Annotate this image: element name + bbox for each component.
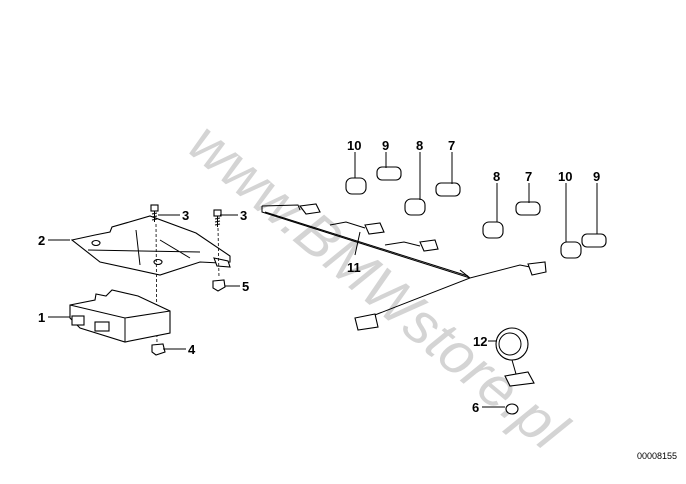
callout-4: 4	[188, 342, 196, 357]
bracket-part-2[interactable]	[70, 215, 231, 276]
control-unit-part-1[interactable]	[69, 289, 171, 343]
callout-3: 3	[182, 208, 189, 223]
callout-7: 7	[525, 169, 532, 184]
sensor-part-9[interactable]	[376, 166, 607, 248]
wiring-harness-part-11[interactable]	[261, 203, 547, 331]
callout-8: 8	[493, 169, 500, 184]
callout-3: 3	[240, 208, 247, 223]
screw-part-3[interactable]	[150, 204, 222, 227]
buzzer-part-12[interactable]	[495, 327, 535, 387]
callout-12: 12	[473, 334, 487, 349]
clip-part-4[interactable]	[151, 343, 166, 356]
callout-9: 9	[382, 138, 389, 153]
grommet-part-6[interactable]	[505, 403, 519, 415]
callout-7: 7	[448, 138, 455, 153]
nut-part-5[interactable]	[212, 279, 226, 292]
sensor-ring-part-8[interactable]	[404, 198, 504, 239]
sensor-ring-part-10[interactable]	[345, 177, 582, 259]
callout-10: 10	[558, 169, 572, 184]
callout-2: 2	[38, 233, 45, 248]
sensor-part-7[interactable]	[435, 182, 541, 216]
callout-5: 5	[242, 279, 249, 294]
watermark: www.BMWstore.pl	[177, 110, 581, 464]
catalog-number: 00008155	[637, 451, 677, 461]
callout-10: 10	[347, 138, 361, 153]
callout-6: 6	[472, 400, 479, 415]
callout-8: 8	[416, 138, 423, 153]
callout-11: 11	[347, 260, 361, 275]
callout-1: 1	[38, 310, 45, 325]
callout-9: 9	[593, 169, 600, 184]
